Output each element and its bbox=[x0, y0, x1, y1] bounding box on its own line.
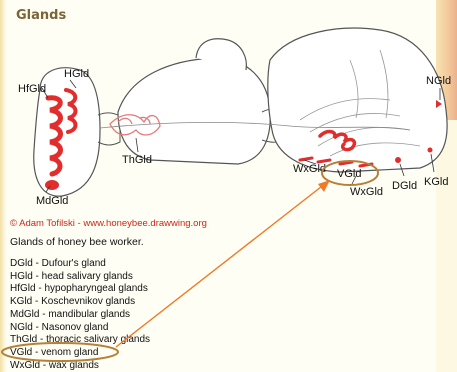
copyright-credit: © Adam Tofilski - www.honeybee.drawwing.… bbox=[10, 218, 207, 229]
label-dgld: DGld bbox=[392, 180, 417, 192]
label-kgld: KGld bbox=[424, 176, 448, 188]
legend-item: WxGld - wax glands bbox=[10, 360, 150, 372]
koschevnikov-gland bbox=[428, 148, 433, 153]
legend-item: MdGld - mandibular glands bbox=[10, 309, 150, 322]
label-thgld: ThGld bbox=[122, 154, 152, 166]
gland-legend: DGld - Dufour's gland HGld - head saliva… bbox=[10, 258, 150, 372]
legend-item: HfGld - hypopharyngeal glands bbox=[10, 283, 150, 296]
label-vgld: VGld bbox=[337, 168, 361, 180]
bee-abdomen-outline bbox=[268, 28, 447, 172]
label-mdgld: MdGld bbox=[36, 195, 68, 207]
figure-caption: Glands of honey bee worker. bbox=[10, 236, 144, 248]
legend-item: KGld - Koschevnikov glands bbox=[10, 296, 150, 309]
label-hgld: HGld bbox=[64, 68, 89, 80]
bee-neck-outline bbox=[98, 113, 120, 145]
label-wxgld-left: WxGld bbox=[293, 163, 326, 175]
label-wxgld-bottom: WxGld bbox=[350, 186, 383, 198]
legend-item: ThGld - thoracic salivary glands bbox=[10, 334, 150, 347]
dufour-gland bbox=[395, 157, 401, 163]
label-hfgld: HfGld bbox=[18, 83, 46, 95]
legend-item: NGld - Nasonov gland bbox=[10, 322, 150, 335]
legend-item: DGld - Dufour's gland bbox=[10, 258, 150, 271]
legend-item: HGld - head salivary glands bbox=[10, 271, 150, 284]
bee-gland-diagram: HGld HfGld ThGld MdGld NGld WxGld VGld W… bbox=[0, 0, 457, 215]
bee-thorax-outline bbox=[118, 58, 270, 164]
mandibular-gland bbox=[45, 180, 59, 190]
label-ngld: NGld bbox=[426, 75, 451, 87]
legend-item-venom: VGld - venom gland bbox=[10, 347, 150, 360]
